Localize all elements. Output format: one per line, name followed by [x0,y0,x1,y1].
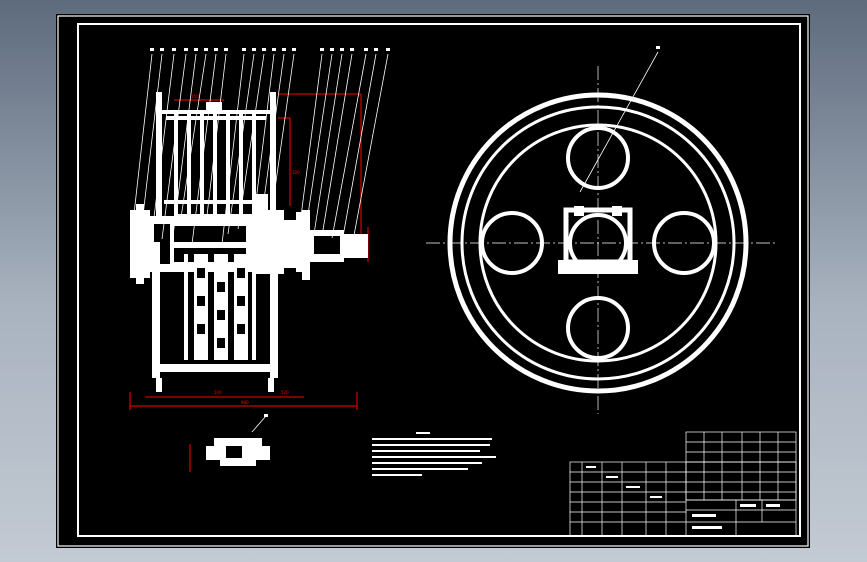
parts-list-table [685,431,797,501]
drum-slots [197,268,245,348]
svg-text:520: 520 [281,390,289,395]
bearing-housing [558,206,638,274]
technical-notes [372,432,496,476]
svg-text:350: 350 [191,94,199,99]
end-view [426,46,776,414]
svg-text:300: 300 [292,170,300,175]
title-block-text [586,466,780,529]
detail-view [189,414,270,472]
cad-viewport[interactable]: 500 900 520 350 300 [56,14,810,548]
dimension-text: 500 900 520 350 300 [191,94,300,405]
outer-border [57,15,809,547]
inner-border [77,23,801,537]
upper-plate-stack [156,92,276,222]
drawing-canvas: 500 900 520 350 300 [57,15,809,547]
svg-text:500: 500 [214,390,222,395]
title-block [569,461,797,537]
svg-text:900: 900 [241,400,249,405]
balloon-ticks [150,48,390,51]
leader-lines [133,53,389,247]
section-view: 500 900 520 350 300 [129,48,390,410]
